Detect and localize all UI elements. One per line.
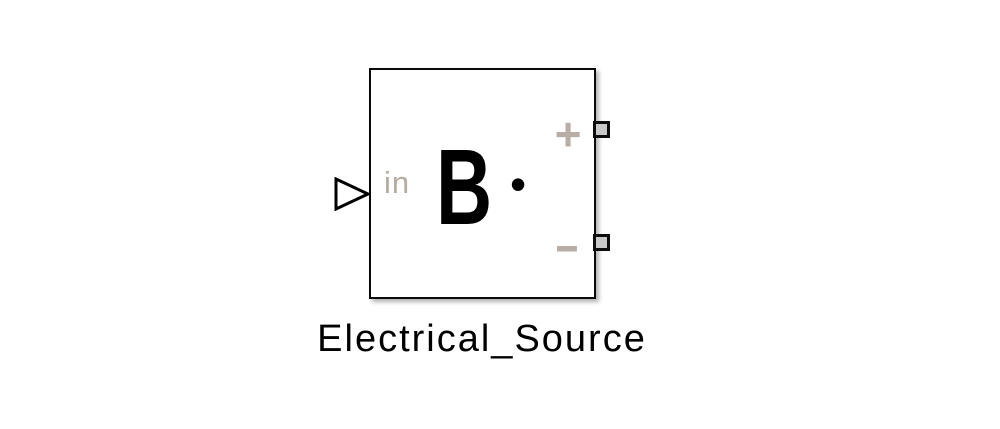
block-icon-dot: • [509,158,527,210]
subsystem-block[interactable] [369,68,596,299]
input-port-arrow-icon[interactable] [334,177,371,211]
output-port-connector-plus[interactable] [593,121,610,138]
input-port-label: in [384,165,411,200]
block-name-label[interactable]: Electrical_Source [317,318,647,360]
output-port-label-minus: - [553,219,581,271]
output-port-connector-minus[interactable] [593,234,610,251]
block-icon-letter: B [436,126,493,247]
output-port-label-plus: + [554,108,582,160]
